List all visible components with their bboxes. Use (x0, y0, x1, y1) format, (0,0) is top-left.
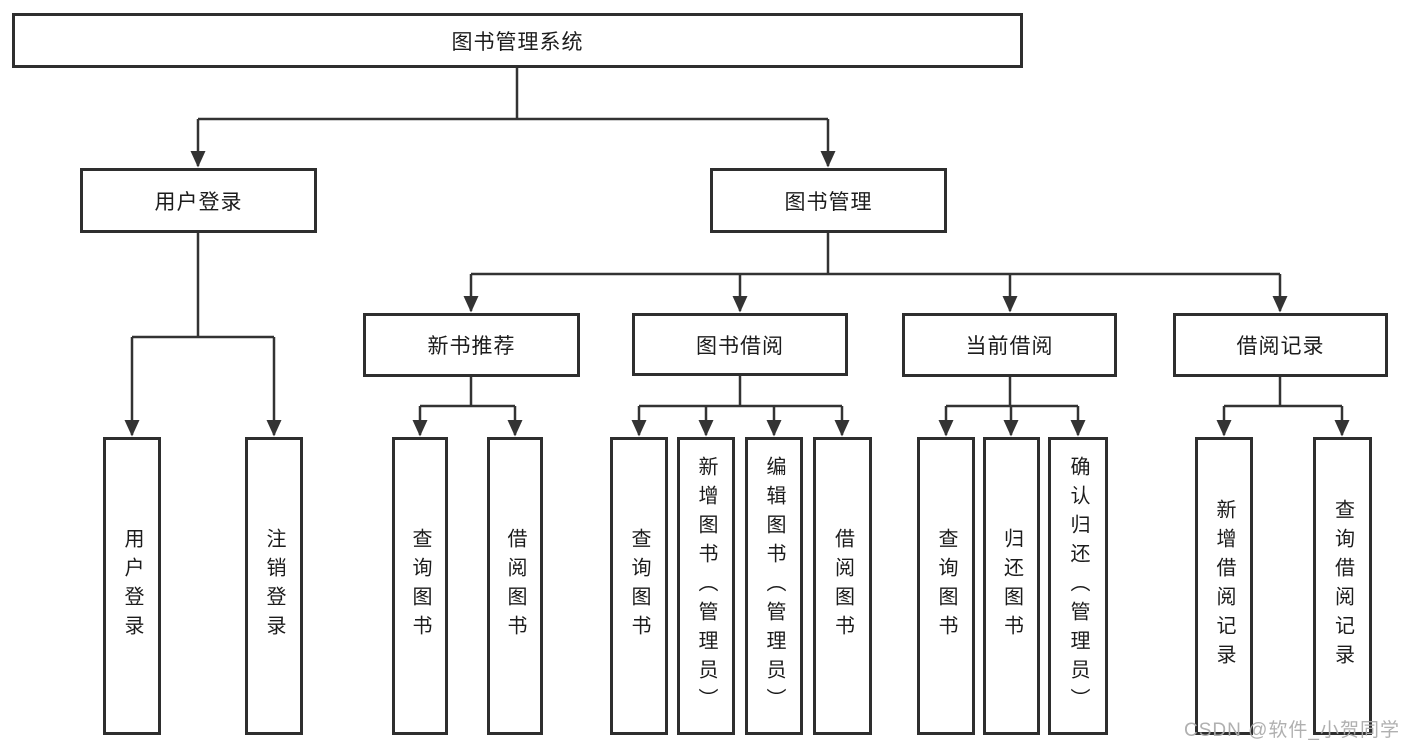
node-new-book-recommend-label: 新书推荐 (427, 335, 516, 358)
edge-root-to-level2 (190, 68, 836, 168)
leaf-query-books-under-current: 查询图书 (917, 437, 975, 735)
leaf-user-login: 用户登录 (103, 437, 161, 735)
node-current-borrow-label: 当前借阅 (965, 335, 1054, 358)
edge-new-book-to-leaves (412, 377, 523, 437)
node-user-login-label: 用户登录 (154, 190, 243, 214)
leaf-add-borrow-record: 新增借阅记录 (1195, 437, 1253, 735)
leaf-return-book-label: 归还图书 (1000, 528, 1023, 644)
leaf-confirm-return-admin-label: 确认归还（管理员） (1067, 455, 1089, 717)
node-root-label: 图书管理系统 (451, 30, 584, 54)
leaf-borrow-books-under-borrow: 借阅图书 (813, 437, 872, 735)
leaf-query-books-under-recommend: 查询图书 (392, 437, 448, 735)
node-root-system: 图书管理系统 (12, 13, 1023, 68)
node-current-borrow: 当前借阅 (902, 313, 1117, 377)
node-book-management-label: 图书管理 (784, 190, 873, 214)
node-book-borrow-label: 图书借阅 (696, 334, 784, 358)
leaf-borrow-books-label: 借阅图书 (504, 528, 526, 644)
csdn-watermark: CSDN @软件_小贺同学 (1184, 720, 1400, 741)
leaf-add-borrow-record-label: 新增借阅记录 (1213, 499, 1235, 673)
leaf-add-book-admin: 新增图书（管理员） (677, 437, 735, 735)
node-user-login: 用户登录 (80, 168, 317, 233)
leaf-query-books-label: 查询图书 (409, 528, 431, 644)
leaf-edit-book-admin-label: 编辑图书（管理员） (763, 455, 785, 717)
edge-user-login-to-leaves (124, 233, 282, 437)
edge-records-to-leaves (1216, 377, 1350, 437)
node-borrow-records-label: 借阅记录 (1236, 335, 1325, 358)
leaf-query-books-under-borrow: 查询图书 (610, 437, 668, 735)
leaf-edit-book-admin: 编辑图书（管理员） (745, 437, 803, 735)
leaf-borrow-books-under-recommend: 借阅图书 (487, 437, 543, 735)
edge-current-borrow-to-leaves (938, 377, 1086, 437)
leaf-query-books-label: 查询图书 (628, 528, 650, 644)
leaf-query-books-label: 查询图书 (935, 528, 957, 644)
edge-book-mgmt-to-level3 (463, 233, 1288, 313)
leaf-confirm-return-admin: 确认归还（管理员） (1048, 437, 1108, 735)
leaf-query-borrow-record: 查询借阅记录 (1313, 437, 1372, 735)
leaf-query-borrow-record-label: 查询借阅记录 (1331, 499, 1354, 673)
edge-book-borrow-to-leaves (631, 376, 850, 437)
leaf-borrow-books-label: 借阅图书 (831, 528, 854, 644)
leaf-logout-label: 注销登录 (263, 528, 285, 644)
leaf-add-book-admin-label: 新增图书（管理员） (695, 455, 717, 717)
node-book-management: 图书管理 (710, 168, 947, 233)
leaf-user-login-label: 用户登录 (121, 528, 143, 644)
leaf-return-book: 归还图书 (983, 437, 1040, 735)
node-new-book-recommend: 新书推荐 (363, 313, 580, 377)
leaf-logout: 注销登录 (245, 437, 303, 735)
node-borrow-records: 借阅记录 (1173, 313, 1388, 377)
node-book-borrow: 图书借阅 (632, 313, 848, 376)
